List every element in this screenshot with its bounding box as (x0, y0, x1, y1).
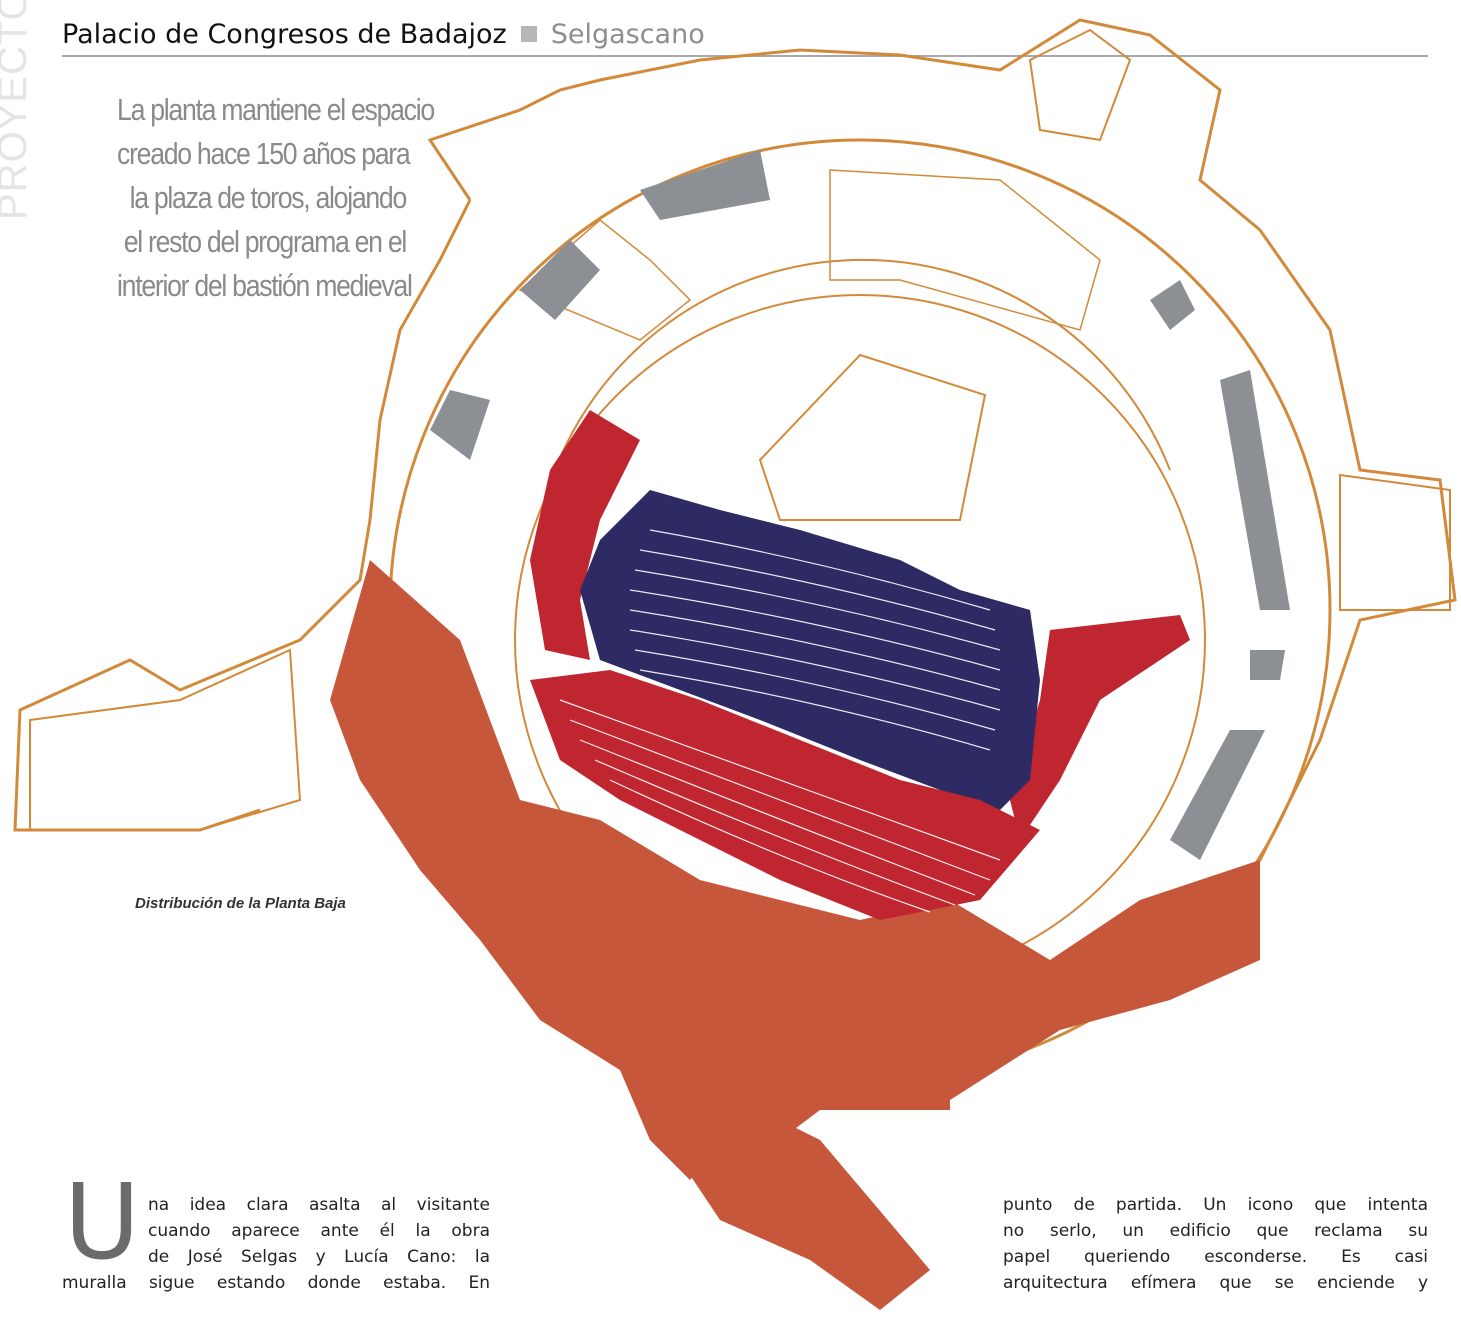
figure-caption: Distribución de la Planta Baja (135, 895, 346, 912)
pull-quote-line: la plaza de toros, alojando (129, 180, 408, 215)
body-line: arquitectura efímera que se enciende y (1003, 1273, 1428, 1293)
body-line: cuando aparece ante él la obra (148, 1221, 490, 1241)
drop-cap: U (64, 1161, 141, 1283)
page-header: Palacio de Congresos de Badajoz Selgasca… (62, 14, 705, 54)
page-author: Selgascano (550, 18, 705, 50)
separator-square-icon (520, 26, 537, 42)
pull-quote-line: creado hace 150 años para (117, 136, 411, 171)
body-column-left: na idea clara asalta al visitante cuando… (62, 1192, 490, 1296)
body-line: papel queriendo esconderse. Es casi (1003, 1247, 1428, 1267)
body-line: muralla sigue estando donde estaba. En (62, 1273, 490, 1293)
body-line: de José Selgas y Lucía Cano: la (148, 1247, 490, 1267)
body-column-right: punto de partida. Un icono que intenta n… (1003, 1192, 1428, 1296)
body-line: na idea clara asalta al visitante (148, 1195, 490, 1215)
page-title: Palacio de Congresos de Badajoz (62, 18, 507, 50)
pull-quote: La planta mantiene el espacio creado hac… (117, 88, 435, 308)
pull-quote-line: interior del bastión medieval (117, 268, 413, 303)
body-line: no serlo, un edificio que reclama su (1003, 1221, 1428, 1241)
pull-quote-line: el resto del programa en el (123, 224, 408, 259)
body-line: punto de partida. Un icono que intenta (1003, 1195, 1428, 1215)
pull-quote-line: La planta mantiene el espacio (117, 92, 435, 127)
